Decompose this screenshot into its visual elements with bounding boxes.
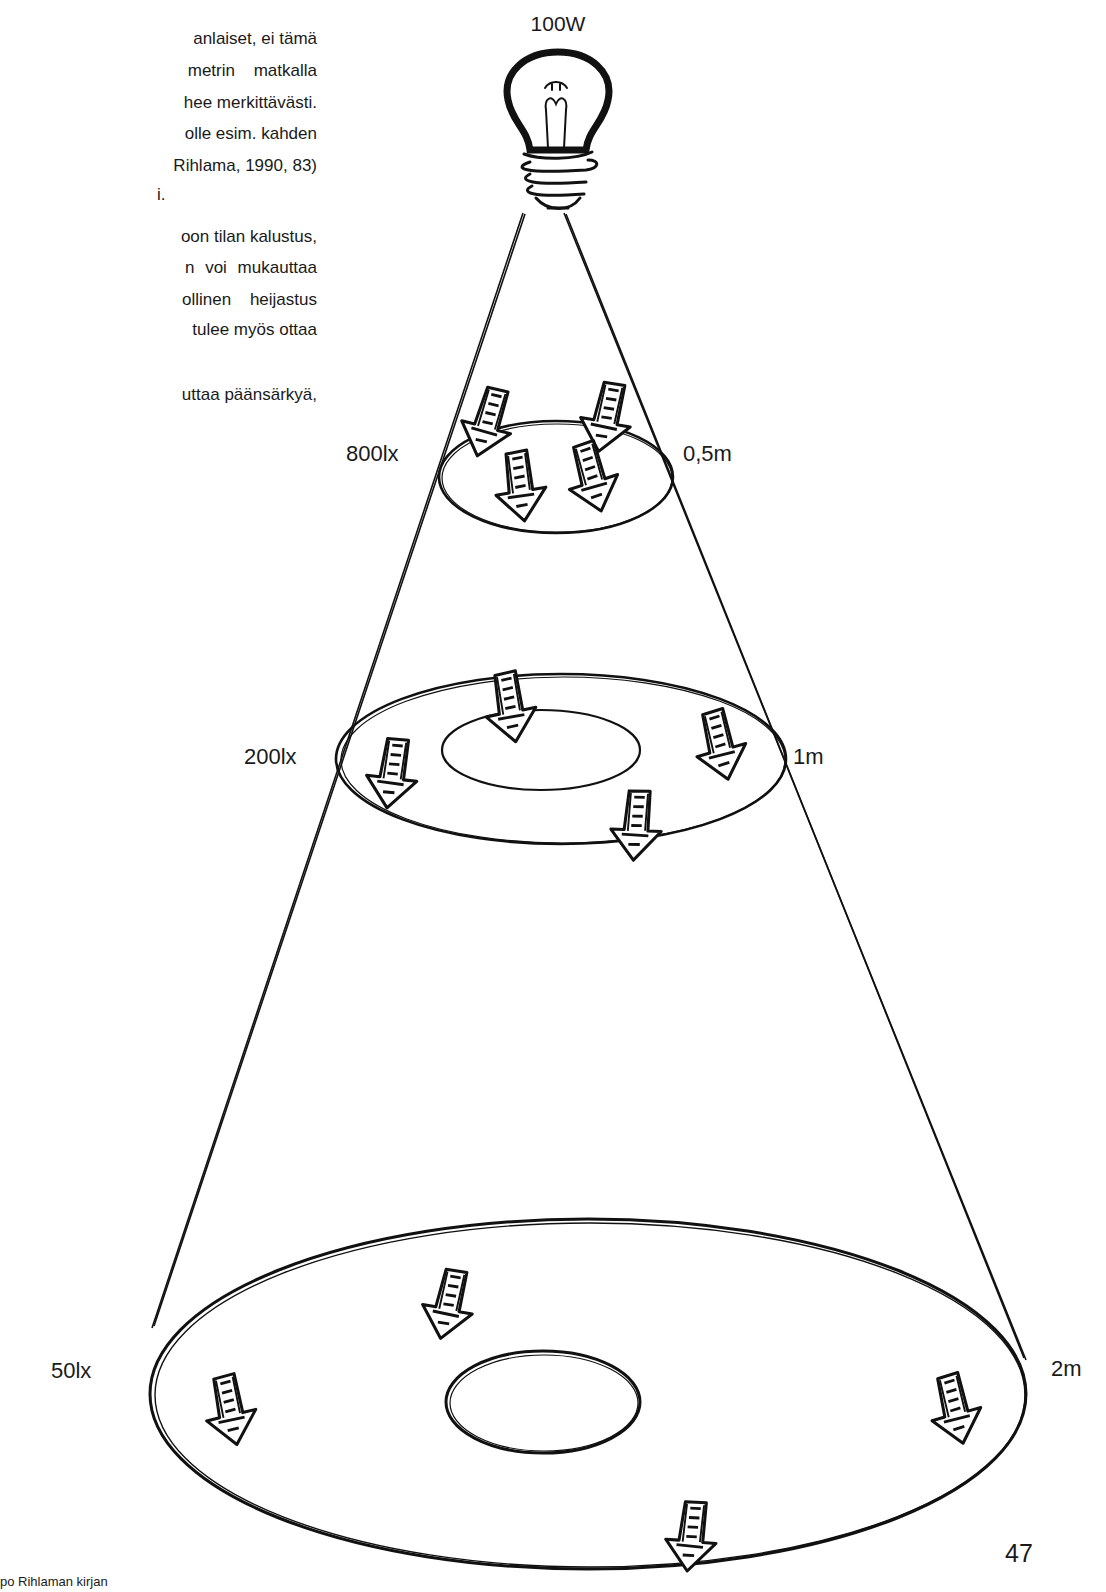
illuminance-label: 800lx: [346, 441, 399, 467]
illuminance-label: 50lx: [51, 1358, 91, 1384]
distance-label: 0,5m: [683, 441, 732, 467]
light-cone: [152, 213, 1026, 1360]
illuminance-label: 200lx: [244, 744, 297, 770]
source-note: po Rihlaman kirjan: [0, 1574, 108, 1590]
body-text-line: olle esim. kahden: [185, 124, 317, 144]
body-text-line: metrin matkalla: [188, 61, 317, 81]
illuminance-rings: [150, 421, 1026, 1569]
distance-label: 1m: [793, 744, 824, 770]
distance-label: 2m: [1051, 1356, 1082, 1382]
body-text-line: tulee myös ottaa: [192, 320, 317, 340]
body-text-line: oon tilan kalustus,: [181, 227, 317, 247]
body-text-line: hee merkittävästi.: [184, 93, 317, 113]
body-text-line: i.: [157, 185, 166, 205]
page-number: 47: [1005, 1538, 1033, 1568]
light-bulb: [507, 52, 609, 209]
body-text-line: Rihlama, 1990, 83): [173, 156, 317, 176]
body-text-line: uttaa päänsärkyä,: [182, 385, 317, 405]
body-text-line: anlaiset, ei tämä: [193, 29, 317, 49]
power-label: 100W: [531, 11, 586, 36]
light-arrows: [199, 377, 987, 1574]
body-text-line: ollinen heijastus: [182, 290, 317, 310]
body-text-line: n voi mukauttaa: [185, 258, 317, 278]
